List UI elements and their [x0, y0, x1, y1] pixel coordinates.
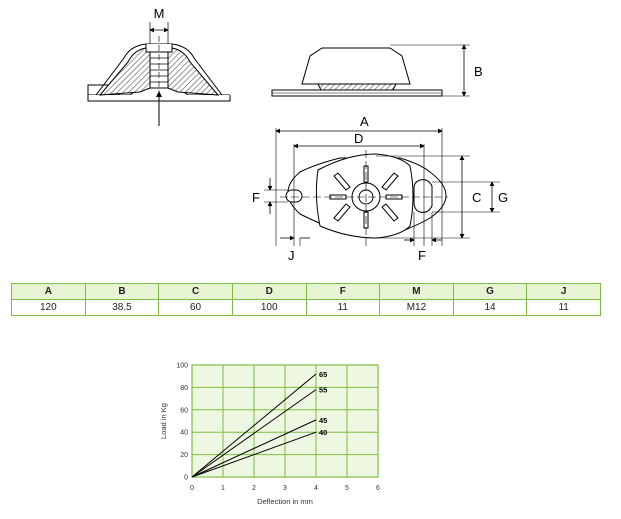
y-tick-label: 0 [184, 475, 188, 482]
series-label-65: 65 [319, 370, 327, 379]
dimension-g-label: G [498, 190, 508, 205]
mount-technical-drawing: M B [87, 6, 508, 263]
y-tick-label: 40 [180, 430, 188, 437]
dimension-a-label: A [360, 114, 369, 129]
y-tick-label: 100 [176, 363, 188, 370]
series-line-45 [191, 419, 317, 478]
series-line-65 [191, 373, 317, 478]
series-label-55: 55 [319, 386, 327, 395]
value-cell: 120 [11, 299, 86, 316]
header-cell: J [526, 283, 601, 300]
header-cell: M [379, 283, 454, 300]
dimension-f-left-label: F [252, 190, 260, 205]
value-cell: 38.5 [84, 299, 160, 316]
dimension-b-label: B [474, 64, 483, 79]
header-cell: A [11, 283, 86, 300]
value-cell: 14 [452, 299, 528, 316]
header-cell: C [158, 283, 233, 300]
header-cell: F [305, 283, 381, 300]
value-cell: M12 [379, 299, 454, 316]
dimension-m-label: M [154, 6, 165, 21]
plan-view [264, 128, 500, 246]
header-cell: G [452, 283, 528, 300]
y-tick-label: 60 [180, 407, 188, 414]
header-cell: D [231, 283, 307, 300]
x-axis-label: Deflection in mm [257, 497, 313, 506]
value-cell: 60 [158, 299, 233, 316]
x-tick-label: 4 [314, 485, 318, 492]
dimension-c-label: C [472, 190, 481, 205]
value-cell: 11 [305, 299, 381, 316]
side-view [271, 44, 470, 97]
x-tick-label: 2 [252, 485, 256, 492]
dimension-d-label: D [354, 131, 363, 146]
dimension-j-label: J [288, 248, 295, 263]
value-cell: 100 [231, 299, 307, 316]
header-cell: B [84, 283, 160, 300]
y-tick-label: 80 [180, 385, 188, 392]
series-line-55 [191, 389, 317, 478]
value-cell: 11 [526, 299, 601, 316]
series-label-40: 40 [319, 428, 327, 437]
x-tick-label: 5 [345, 485, 349, 492]
series-line-40 [191, 431, 317, 478]
x-tick-label: 0 [190, 485, 194, 492]
series-label-45: 45 [319, 416, 327, 425]
x-tick-label: 3 [283, 485, 287, 492]
cross-section-view [87, 22, 231, 126]
y-tick-label: 20 [180, 452, 188, 459]
y-axis-label: Load in Kg [159, 403, 168, 439]
x-tick-label: 6 [376, 485, 380, 492]
x-tick-label: 1 [221, 485, 225, 492]
dimension-f-bottom-label: F [418, 248, 426, 263]
